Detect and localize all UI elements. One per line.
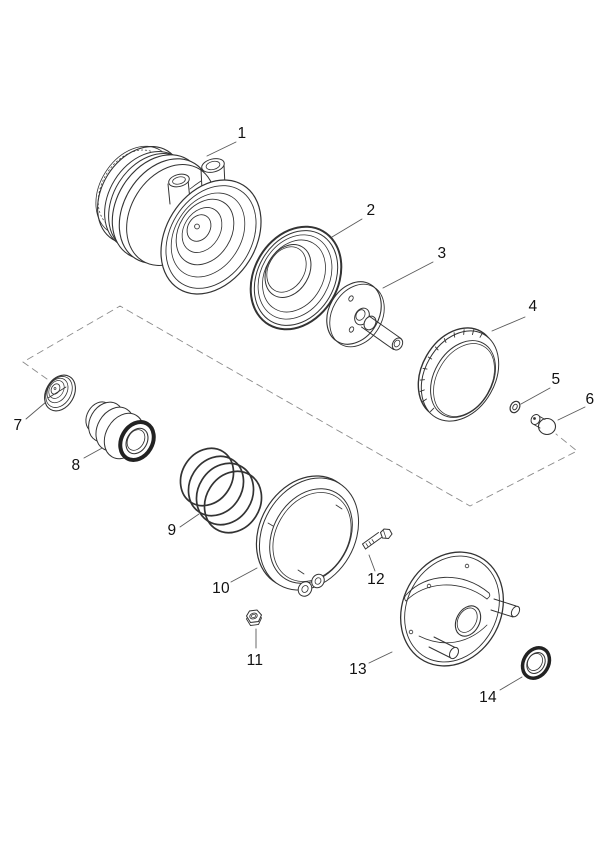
callout-4: 4 (528, 298, 538, 315)
callout-13: 13 (349, 661, 367, 678)
callout-7: 7 (13, 417, 23, 434)
callout-10: 10 (212, 580, 230, 597)
leader-line-5 (520, 387, 551, 405)
leader-lines (25, 141, 586, 691)
leader-line-10 (230, 567, 258, 583)
leader-line-4 (491, 316, 526, 332)
leader-line-2 (331, 218, 363, 238)
part-1-chamber-assembly-drawing (95, 145, 262, 295)
part-4-clamp-ring-drawing (417, 327, 500, 422)
part-6-plug-drawing (530, 414, 557, 436)
part-9-spring-drawing (179, 447, 263, 534)
part-7-cap-disc-drawing (44, 374, 76, 412)
callout-11: 11 (246, 652, 264, 669)
leader-line-14 (499, 676, 523, 691)
callout-1: 1 (237, 125, 247, 142)
callout-6: 6 (585, 391, 595, 408)
part-8-boot-drawing (85, 401, 156, 462)
assembly-axis-dashed-line (22, 305, 578, 507)
leader-line-13 (368, 651, 393, 664)
leader-line-8 (83, 446, 105, 459)
callout-5: 5 (551, 371, 561, 388)
leader-line-12 (368, 554, 376, 572)
leader-line-7 (25, 401, 47, 420)
part-3-pushrod-plate-drawing (326, 281, 404, 351)
leader-line-1 (206, 141, 237, 157)
callout-9: 9 (167, 522, 177, 539)
leader-line-6 (557, 406, 586, 421)
leader-line-3 (382, 261, 434, 289)
callout-2: 2 (366, 202, 376, 219)
part-5-washer-drawing (509, 400, 521, 414)
part-12-bolt-drawing (362, 528, 393, 550)
callout-8: 8 (71, 457, 81, 474)
callout-12: 12 (367, 571, 385, 588)
callout-14: 14 (479, 689, 497, 706)
part-14-seal-ring-drawing (520, 646, 552, 680)
callout-3: 3 (437, 245, 447, 262)
part-2-diaphragm-drawing (249, 225, 343, 331)
part-11-nut-drawing (245, 609, 263, 626)
part-4-serrations (419, 329, 483, 412)
leader-line-9 (179, 513, 200, 528)
part-10-clamp-band-drawing (255, 475, 360, 597)
part-13-cover-drawing (399, 551, 521, 667)
